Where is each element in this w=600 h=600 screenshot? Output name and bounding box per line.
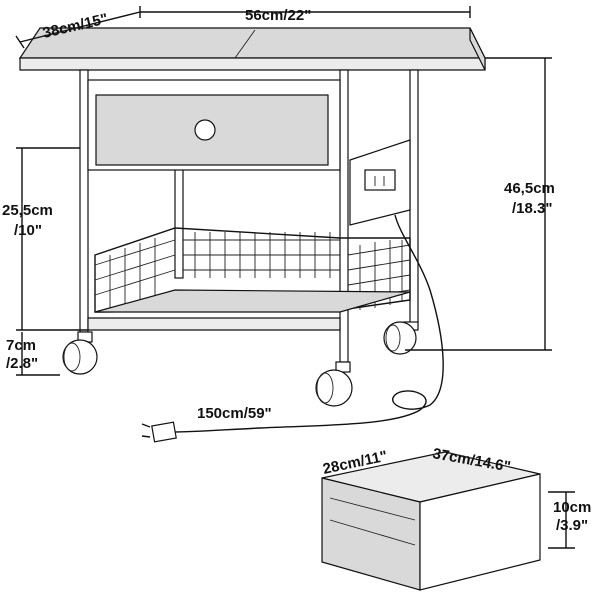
storage-box [321,451,541,591]
height-label-in: /18.3" [512,200,552,217]
drawer-knob [194,119,216,141]
power-strip [349,139,411,226]
casters [62,321,419,407]
plug-icon [151,421,177,443]
caster-front-right [315,361,353,407]
shelf-gap-in: /10" [14,222,42,239]
box-height-cm: 10cm [553,499,591,516]
caster-back-right [383,321,419,355]
shelf-gap-cm: 25,5cm [2,202,53,219]
table-top [18,27,486,71]
caster-cm: 7cm [6,337,36,354]
caster-front-left [62,331,98,375]
cord-label: 150cm/59" [197,405,272,422]
box-dimension-lines [548,491,575,549]
drawer [87,79,341,171]
caster-in: /2.8" [6,355,38,372]
bottom-shelf [87,289,411,331]
power-cord [141,214,444,443]
box-height-in: /3.9" [556,517,588,534]
height-label-cm: 46,5cm [504,180,555,197]
dimension-lines [15,6,552,376]
width-label: 56cm/22" [245,7,311,24]
